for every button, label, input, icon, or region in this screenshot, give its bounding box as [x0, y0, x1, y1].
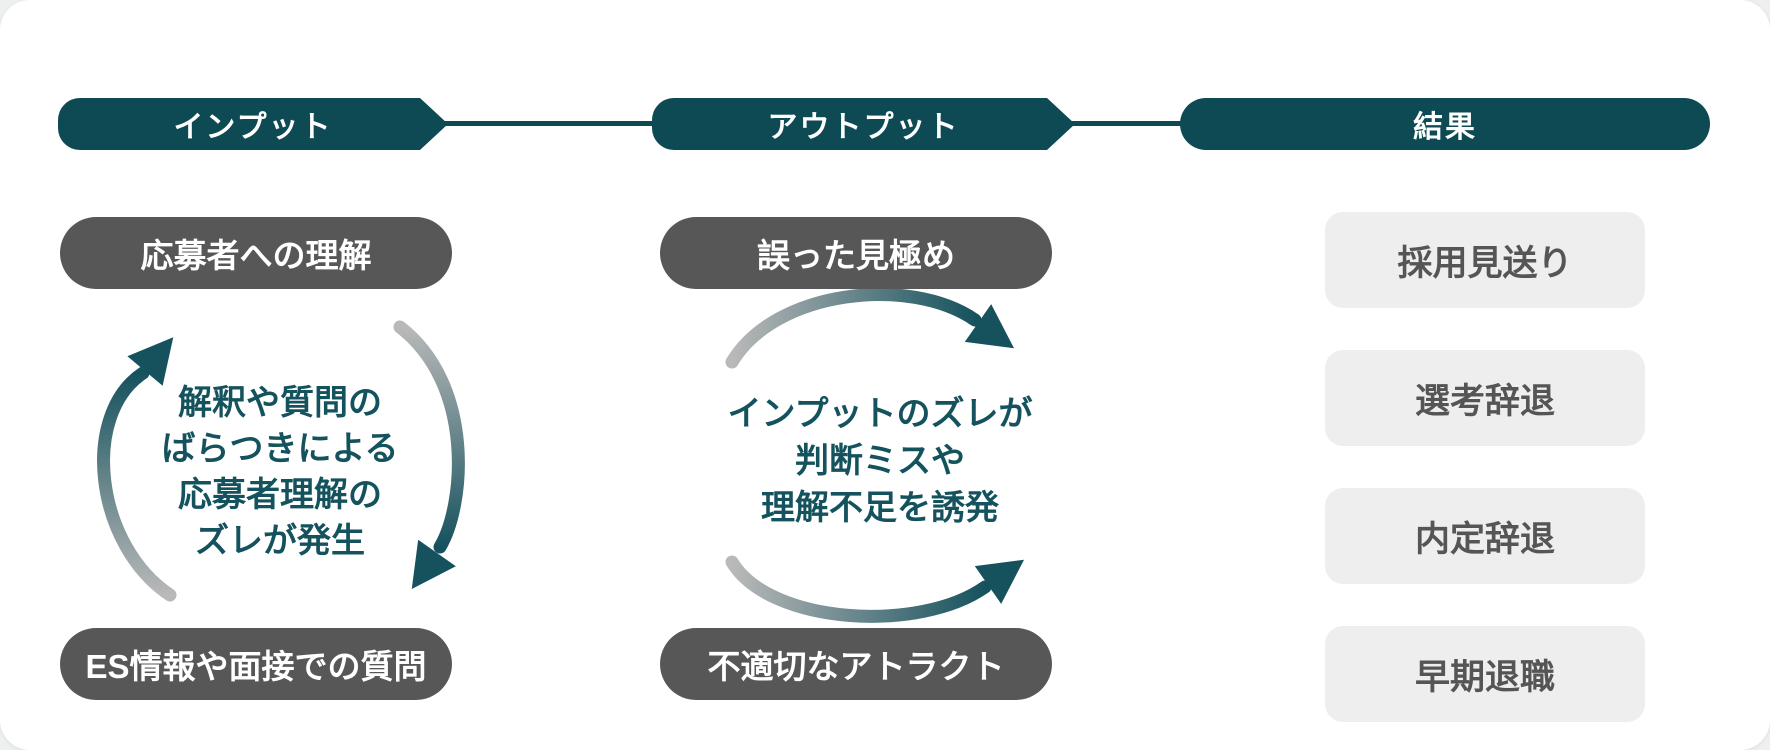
output-cycle-arrows-icon — [725, 288, 1025, 623]
result-box-3: 内定辞退 — [1325, 488, 1645, 584]
header-label-output: アウトプット — [767, 111, 960, 144]
flow-connector-line-2 — [1068, 121, 1186, 126]
output-top-pill: 誤った見極め — [660, 217, 1052, 289]
input-bottom-pill: ES情報や面接での質問 — [60, 628, 452, 700]
header-pill-result: 結果 — [1180, 98, 1710, 150]
output-cycle-line: 判断ミスや — [795, 442, 965, 480]
input-cycle-line: 応募者理解の — [178, 476, 382, 514]
header-label-input: インプット — [173, 111, 333, 144]
output-cycle-line: インプットのズレが — [727, 395, 1033, 433]
input-cycle-caption: 解釈や質問の ばらつきによる 応募者理解の ズレが発生 — [105, 380, 455, 564]
input-cycle-arrows-icon — [97, 320, 465, 602]
result-box-1: 採用見送り — [1325, 212, 1645, 308]
input-cycle-line: ズレが発生 — [195, 522, 365, 560]
arrow-ribbon-shape — [58, 98, 448, 150]
arrow-ribbon-shape — [652, 98, 1075, 150]
input-cycle-line: 解釈や質問の — [178, 384, 382, 422]
header-pill-output: アウトプット — [652, 98, 1075, 150]
header-pill-input: インプット — [58, 98, 448, 150]
input-cycle-line: ばらつきによる — [161, 430, 399, 468]
result-box-2: 選考辞退 — [1325, 350, 1645, 446]
input-top-pill: 応募者への理解 — [60, 217, 452, 289]
header-label-result: 結果 — [1413, 111, 1477, 144]
output-cycle-line: 理解不足を誘発 — [761, 489, 999, 527]
flow-connector-line-1 — [440, 121, 660, 126]
result-box-4: 早期退職 — [1325, 626, 1645, 722]
output-bottom-pill: 不適切なアトラクト — [660, 628, 1052, 700]
output-cycle-caption: インプットのズレが 判断ミスや 理解不足を誘発 — [705, 391, 1055, 532]
